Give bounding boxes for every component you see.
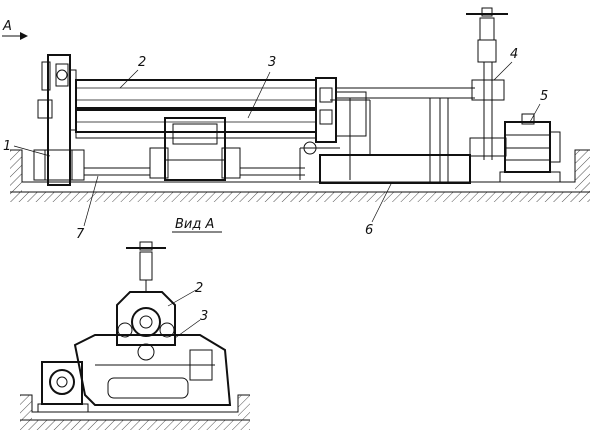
foundation: [10, 149, 590, 202]
view-a-title: Вид А: [175, 217, 214, 232]
callout-4: 4: [510, 47, 518, 62]
upper-roll: [75, 79, 317, 109]
callout-3: 3: [268, 55, 276, 70]
callout-6: 6: [365, 223, 373, 238]
drive-shaft: [336, 87, 475, 182]
view-arrow-label: A: [2, 19, 12, 34]
motor: [499, 113, 561, 183]
view-callout-2: 2: [195, 281, 203, 296]
callout-2: 2: [138, 55, 146, 70]
vertical-screw: [466, 7, 508, 160]
callout-5: 5: [540, 89, 548, 104]
base-frame: [319, 97, 471, 184]
main-callout-lines: [13, 61, 541, 227]
left-stand: [33, 54, 85, 186]
right-stand: [299, 77, 367, 180]
main-view: A: [2, 7, 590, 242]
lower-shaft: [84, 167, 305, 176]
view-a: Вид А 2 3: [20, 217, 250, 430]
center-support: [149, 117, 241, 181]
view-arrow-a: A: [2, 19, 28, 40]
view-callout-3: 3: [200, 309, 208, 324]
callout-7: 7: [76, 227, 85, 242]
callout-1: 1: [3, 139, 11, 154]
